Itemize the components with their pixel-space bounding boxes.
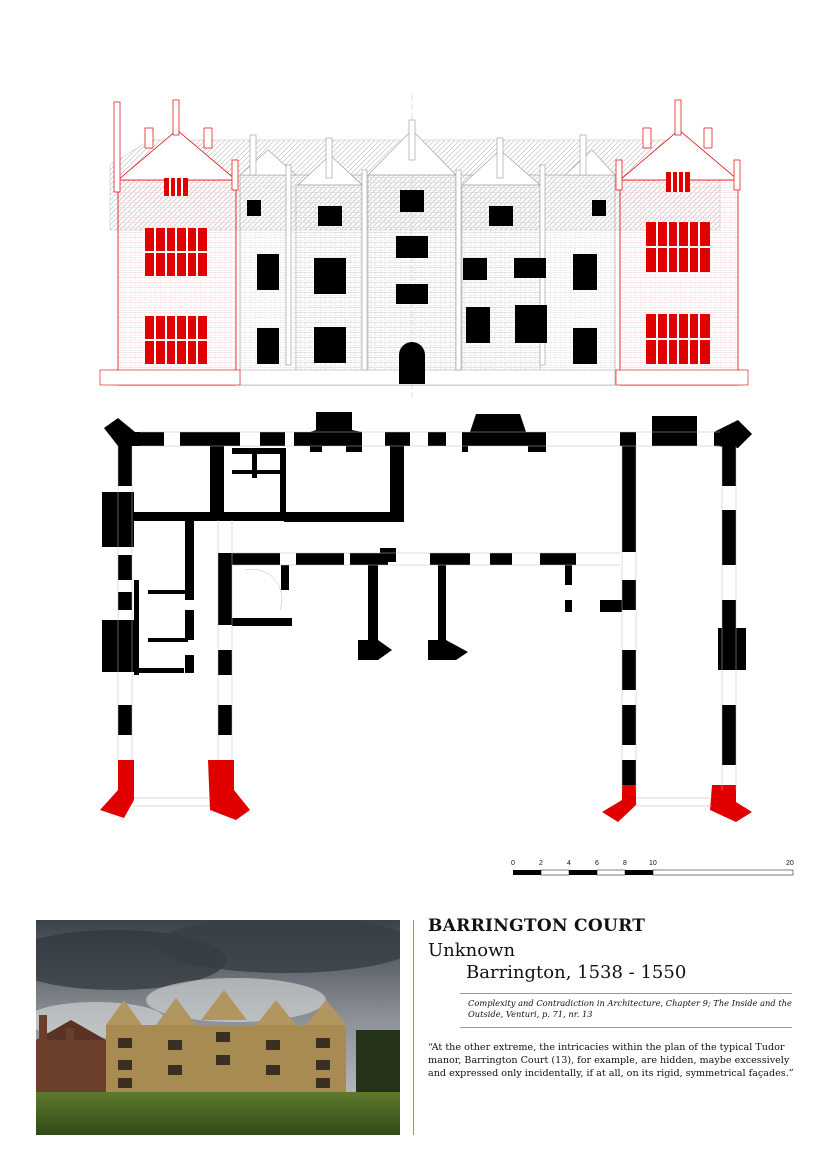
left-wing-elevation	[99, 99, 241, 386]
building-title: BARRINGTON COURT	[428, 916, 646, 936]
source-rule-bottom	[460, 1027, 792, 1028]
building-photo	[36, 920, 400, 1135]
central-windows	[247, 190, 606, 384]
source-citation: Complexity and Contradiction in Architec…	[468, 998, 792, 1019]
scale-label: 6	[595, 860, 599, 867]
plan-walls	[102, 412, 752, 790]
plan-thin-lines	[134, 797, 712, 807]
scale-label: 0	[511, 860, 515, 867]
location-dates: Barrington, 1538 - 1550	[466, 962, 687, 983]
plan-highlight-towers	[100, 760, 752, 822]
architect: Unknown	[428, 940, 516, 961]
scale-label: 10	[649, 860, 657, 867]
right-wing-elevation	[615, 99, 749, 386]
scale-label: 20	[786, 860, 794, 867]
quote-text: “At the other extreme, the intricacies w…	[428, 1042, 794, 1079]
scale-label: 4	[567, 860, 571, 867]
scale-label: 2	[539, 860, 543, 867]
source-rule-top	[460, 993, 792, 994]
floor-plan	[100, 412, 752, 822]
scale-label: 8	[623, 860, 627, 867]
caption-divider	[413, 920, 414, 1135]
elevation-drawing	[99, 95, 749, 400]
scale-bar: 0 2 4 6 8 10 20	[511, 860, 794, 876]
